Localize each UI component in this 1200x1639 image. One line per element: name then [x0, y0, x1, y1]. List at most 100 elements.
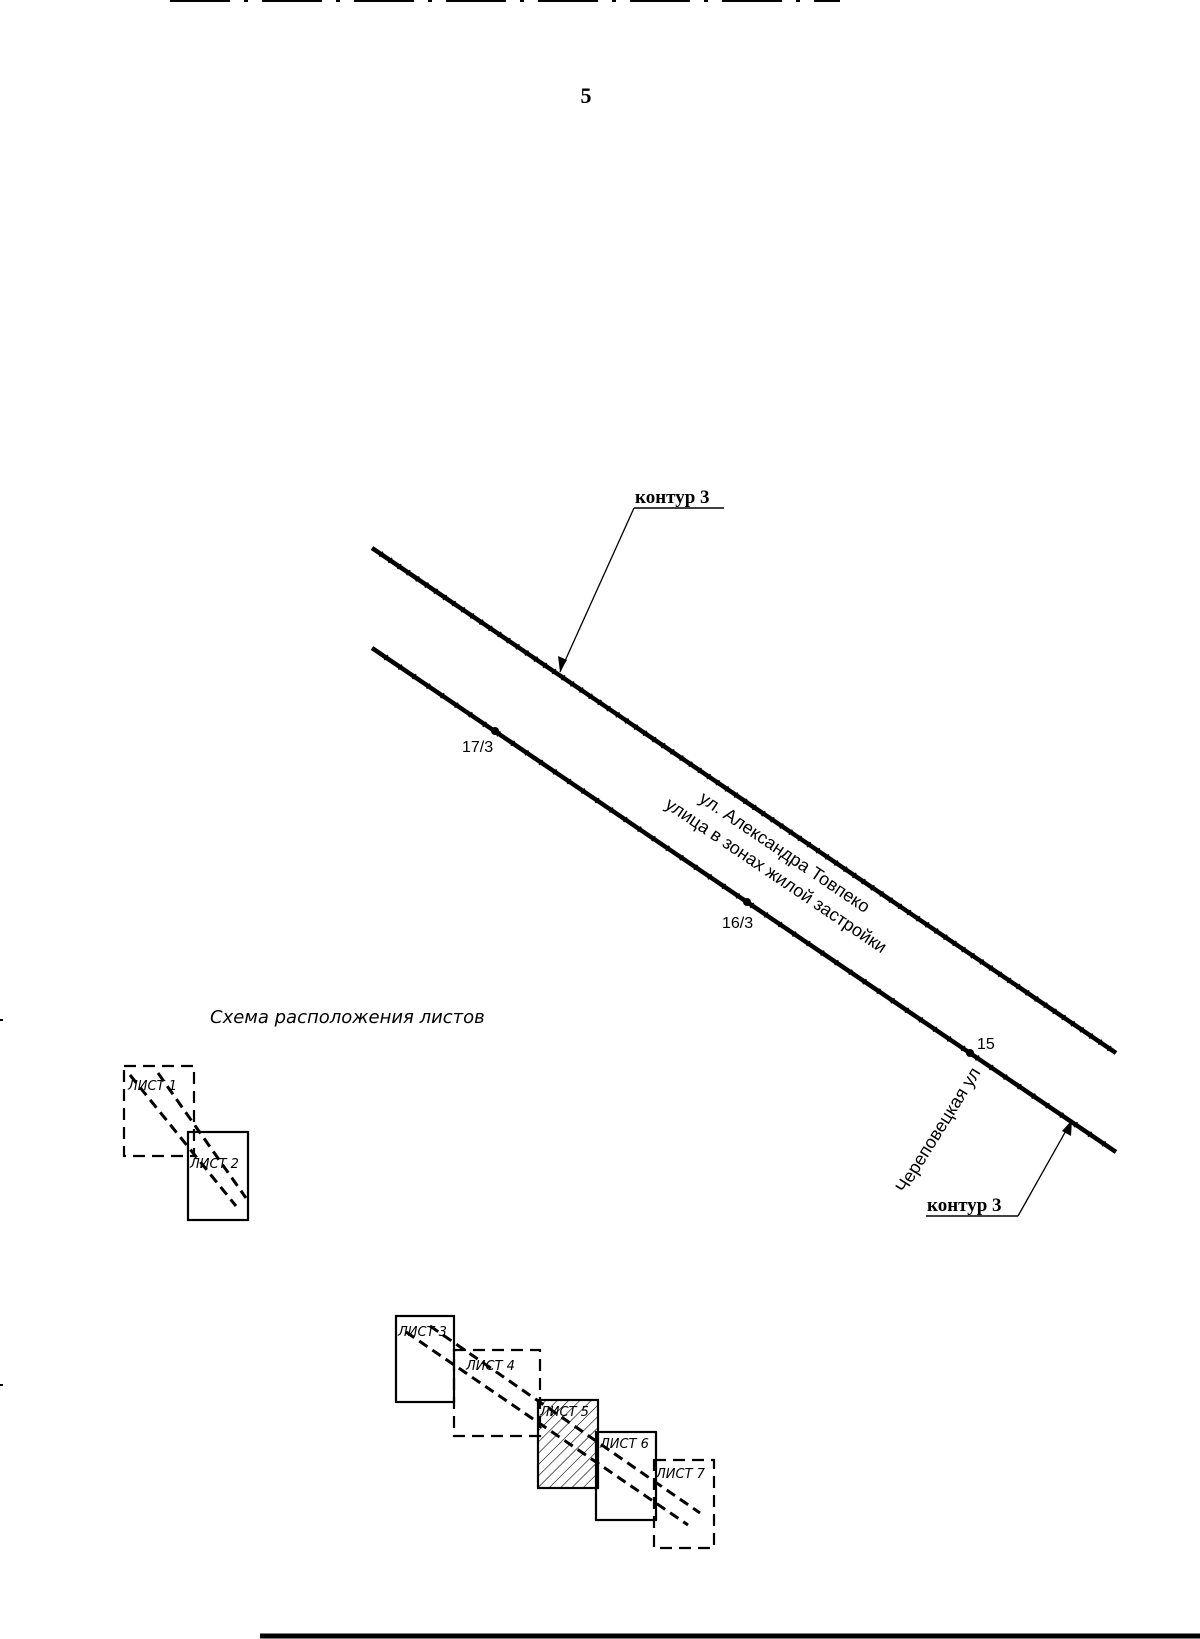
arrowhead-icon [1062, 1120, 1072, 1136]
boundary-tick [806, 841, 812, 848]
boundary-tick [433, 588, 439, 595]
boundary-tick [551, 668, 557, 675]
boundary-tick [411, 673, 417, 680]
contour-bottom-label: контур 3 [927, 1195, 1002, 1216]
boundary-tick [1061, 1014, 1067, 1021]
boundary-tick [665, 845, 670, 852]
boundary-tick [879, 891, 885, 897]
boundary-ticks-upper [378, 551, 1112, 1052]
boundary-tick [460, 606, 466, 613]
cross-street-name: Череповецкая ул [891, 1064, 984, 1196]
sheet-label: ЛИСТ 3 [397, 1325, 447, 1340]
boundary-tick [870, 884, 875, 891]
boundary-tick [779, 823, 784, 829]
boundary-tick [606, 705, 611, 712]
boundary-tick [820, 950, 825, 957]
boundary-tick [988, 1064, 994, 1071]
boundary-tick [979, 958, 985, 965]
boundary-tick [1106, 1045, 1112, 1052]
boundary-tick [988, 965, 994, 972]
boundary-tick [943, 934, 948, 941]
boundary-tick [861, 878, 866, 885]
boundary-tick [797, 835, 803, 842]
boundary-tick [578, 687, 584, 694]
boundary-tick [651, 835, 656, 842]
survey-point-marker [966, 1049, 974, 1057]
boundary-tick [933, 928, 939, 934]
survey-points: 17/3 16/3 15 [462, 727, 995, 1057]
scheme-title: Схема расположения листов [210, 1007, 485, 1028]
boundary-tick [552, 769, 558, 775]
boundary-tick [1087, 1131, 1093, 1138]
boundary-tick [970, 952, 976, 959]
boundary-tick [693, 864, 699, 871]
boundary-tick [834, 959, 839, 966]
boundary-tick [588, 693, 593, 700]
boundary-tick [597, 699, 602, 706]
page-number: 5 [581, 83, 592, 108]
boundary-tick [974, 1055, 980, 1061]
boundary-tick [497, 631, 502, 638]
boundary-tick [890, 997, 896, 1004]
boundary-ticks-lower [383, 654, 1107, 1147]
boundary-tick [424, 582, 429, 588]
boundary-tick [524, 650, 530, 656]
boundary-tick [560, 674, 566, 681]
boundary-tick [876, 988, 882, 995]
boundary-tick [952, 940, 957, 947]
boundary-tick [961, 946, 966, 953]
boundary-tick [852, 872, 857, 879]
boundary-tick [960, 1045, 966, 1052]
boundary-tick [637, 826, 642, 833]
boundary-tick [1097, 1039, 1103, 1046]
boundary-tick [848, 969, 853, 976]
boundary-tick [824, 853, 830, 860]
boundary-tick [378, 551, 384, 558]
road-upper-boundary [370, 546, 1118, 1055]
boundary-tick [496, 730, 502, 737]
boundary-tick [1006, 977, 1012, 984]
boundary-tick [679, 854, 684, 861]
boundary-tick [697, 767, 702, 774]
point-label: 16/3 [722, 915, 753, 932]
boundary-tick [788, 829, 794, 836]
boundary-tick [569, 680, 575, 687]
boundary-tick [932, 1026, 938, 1033]
boundary-tick [862, 978, 867, 985]
boundary-tick [815, 847, 821, 854]
boundary-tick [924, 921, 930, 928]
sheet-6: ЛИСТ 6 [594, 1430, 658, 1522]
boundary-tick [1059, 1112, 1065, 1119]
boundary-tick [724, 785, 730, 792]
boundary-tick [735, 892, 741, 899]
contour-leader-bottom: контур 3 [926, 1119, 1073, 1217]
sheet-3: ЛИСТ 3 [394, 1314, 456, 1404]
boundary-tick [997, 971, 1003, 978]
boundary-tick [791, 931, 797, 937]
boundary-tick [482, 721, 487, 728]
boundary-tick [751, 804, 757, 811]
boundary-tick [415, 575, 420, 582]
boundary-tick [1052, 1008, 1057, 1015]
sheet-label: ЛИСТ 6 [599, 1437, 649, 1452]
boundary-tick [1017, 1083, 1022, 1090]
point-label: 17/3 [462, 739, 493, 756]
boundary-tick [425, 683, 431, 690]
survey-point-marker [491, 727, 499, 735]
boundary-tick [622, 816, 628, 823]
boundary-tick [679, 755, 684, 761]
boundary-tick [1088, 1033, 1094, 1039]
boundary-tick [440, 692, 445, 699]
boundary-tick [749, 902, 755, 909]
boundary-tick [915, 915, 921, 922]
boundary-tick [633, 724, 639, 731]
boundary-tick [770, 816, 775, 823]
boundary-tick [1070, 1020, 1076, 1027]
boundary-tick [406, 569, 411, 576]
boundary-tick [1003, 1074, 1008, 1080]
boundary-tick [918, 1016, 924, 1023]
boundary-tick [660, 742, 666, 749]
boundary-tick [396, 563, 402, 570]
boundary-tick [542, 662, 548, 669]
